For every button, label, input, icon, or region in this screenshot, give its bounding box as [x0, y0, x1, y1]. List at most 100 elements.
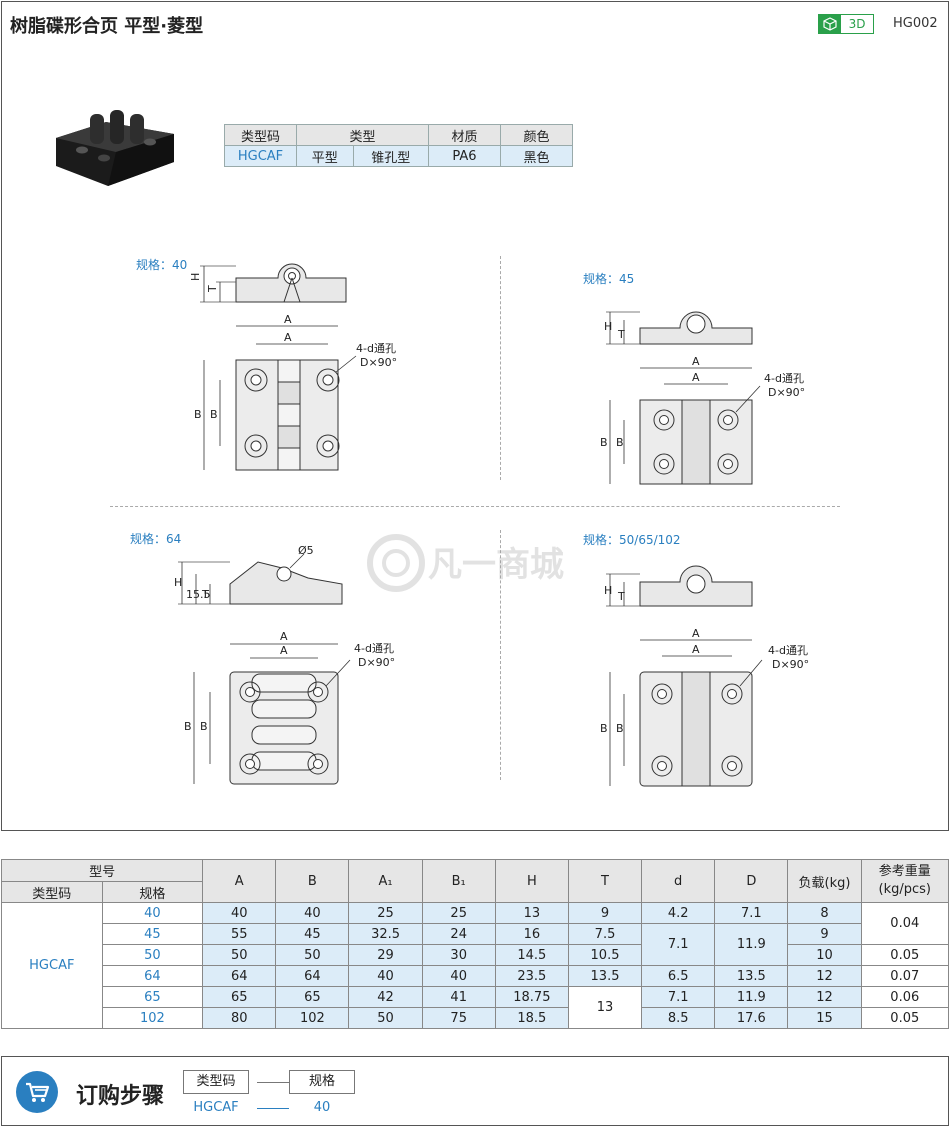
hole-note-1-50: 4-d通孔: [768, 644, 808, 657]
order-value-type-code: HGCAF: [193, 1100, 239, 1115]
spec-cell-b1: 41: [421, 986, 496, 1008]
spec-cell-d-large: 13.5: [714, 965, 789, 987]
spec-cell-b: 45: [275, 923, 350, 945]
drawing-spec-64: Ø5 H 15.5 T A A B B 4-d通孔 D×90°: [174, 544, 395, 785]
spec-type-code[interactable]: HGCAF: [1, 902, 103, 1029]
spec-cell-t: 7.5: [567, 923, 643, 945]
spec-cell-b1: 30: [421, 944, 496, 966]
page-title: 树脂碟形合页 平型·菱型: [10, 16, 204, 37]
dim-h: H: [189, 273, 202, 281]
hinge-photo: [56, 110, 174, 186]
spec-cell-weight: 0.06: [860, 986, 950, 1008]
spec-header-h: H: [494, 859, 569, 903]
dim-h-50: H: [604, 584, 612, 597]
spec-header-b: B: [275, 859, 350, 903]
info-header-color: 颜色: [500, 124, 573, 146]
spec-cell-a: 80: [202, 1007, 277, 1029]
watermark: 凡一商城: [366, 528, 586, 598]
dim-h-64: H: [174, 576, 182, 589]
info-type-code[interactable]: HGCAF: [224, 145, 297, 167]
dim-b1: B: [210, 408, 218, 421]
spec-cell-load: 8: [787, 902, 862, 924]
product-info-table: 类型码 类型 材质 颜色 HGCAF 平型 锥孔型 PA6 黑色: [224, 124, 573, 167]
spec-header-type-code: 类型码: [1, 881, 103, 903]
spec-cell-h: 18.75: [494, 986, 569, 1008]
order-value-spec: 40: [313, 1100, 331, 1115]
dim-b-50: B: [600, 722, 608, 735]
info-color: 黑色: [500, 145, 573, 167]
spec-header-weight: 参考重量(kg/pcs): [860, 859, 950, 903]
order-value-connector: [257, 1108, 289, 1109]
product-frame: [1, 1, 949, 831]
dim-t-50: T: [617, 590, 625, 603]
spec-cell-b: 50: [275, 944, 350, 966]
spec-cell-d-large: 7.1: [714, 902, 789, 924]
dim-a-50: A: [692, 627, 700, 640]
info-type-countersunk: 锥孔型: [352, 145, 430, 167]
dim-a-45: A: [692, 355, 700, 368]
spec-cell-a: 40: [202, 902, 277, 924]
hole-note-1-64: 4-d通孔: [354, 642, 394, 655]
hole-note-1: 4-d通孔: [356, 342, 396, 355]
spec-header-d-large: D: [714, 859, 789, 903]
drawing-separator-h: [110, 506, 840, 507]
spec-row-spec[interactable]: 50: [101, 944, 204, 966]
drawing-separator-v2: [500, 530, 501, 780]
spec-header-model: 型号: [0, 859, 204, 882]
spec-cell-b1: 75: [421, 1007, 496, 1029]
spec-table: 型号 A B A₁ B₁ H T d D 负载(kg) 参考重量(kg/pcs)…: [0, 859, 950, 1029]
spec-label-45: 规格：45: [583, 272, 635, 286]
spec-row-spec[interactable]: 64: [101, 965, 204, 987]
spec-cell-b1: 40: [421, 965, 496, 987]
3d-view-button[interactable]: 3D: [818, 14, 874, 34]
spec-cell-weight: 0.05: [860, 944, 950, 966]
spec-row-spec[interactable]: 45: [101, 923, 204, 945]
spec-cell-d-large: 11.9: [714, 986, 789, 1008]
spec-header-b1: B₁: [421, 859, 496, 903]
spec-cell-d-small: 7.1: [641, 986, 716, 1008]
dim-t-45: T: [617, 328, 625, 341]
dim-a-64: A: [280, 630, 288, 643]
spec-cell-weight: 0.07: [860, 965, 950, 987]
spec-cell-b: 64: [275, 965, 350, 987]
spec-cell-a1: 29: [348, 944, 423, 966]
spec-cell-d-large: 11.9: [714, 923, 789, 966]
dim-a1-50: A: [692, 643, 700, 656]
dim-b1-45: B: [616, 436, 624, 449]
order-connector: [257, 1082, 289, 1083]
info-header-type-code: 类型码: [224, 124, 297, 146]
spec-cell-h: 14.5: [494, 944, 569, 966]
spec-cell-b: 65: [275, 986, 350, 1008]
spec-row-spec[interactable]: 40: [101, 902, 204, 924]
spec-row-spec[interactable]: 102: [101, 1007, 204, 1029]
dim-a: A: [284, 313, 292, 326]
spec-cell-load: 10: [787, 944, 862, 966]
spec-cell-a1: 32.5: [348, 923, 423, 945]
spec-row-spec[interactable]: 65: [101, 986, 204, 1008]
spec-cell-a1: 50: [348, 1007, 423, 1029]
dim-a1-45: A: [692, 371, 700, 384]
hole-note-2-50: D×90°: [772, 658, 809, 671]
spec-header-load: 负载(kg): [787, 859, 862, 903]
spec-header-a: A: [202, 859, 277, 903]
spec-cell-t: 9: [567, 902, 643, 924]
info-material: PA6: [428, 145, 501, 167]
info-header-type: 类型: [296, 124, 429, 146]
hole-note-2-45: D×90°: [768, 386, 805, 399]
hole-note-2-64: D×90°: [358, 656, 395, 669]
shopping-cart-icon: [16, 1071, 58, 1113]
spec-cell-t: 13.5: [567, 965, 643, 987]
dim-t-64: T: [201, 588, 209, 601]
dim-b1-64: B: [200, 720, 208, 733]
info-type-flat: 平型: [296, 145, 354, 167]
spec-cell-load: 9: [787, 923, 862, 945]
spec-cell-load: 15: [787, 1007, 862, 1029]
spec-header-d-small: d: [641, 859, 716, 903]
info-header-material: 材质: [428, 124, 501, 146]
spec-cell-t: 10.5: [567, 944, 643, 966]
drawing-spec-50: H T A A B B 4-d通孔 D×90°: [600, 565, 809, 787]
order-steps-title: 订购步骤: [76, 1084, 165, 1109]
hole-note-1-45: 4-d通孔: [764, 372, 804, 385]
spec-cell-load: 12: [787, 986, 862, 1008]
spec-cell-a: 55: [202, 923, 277, 945]
